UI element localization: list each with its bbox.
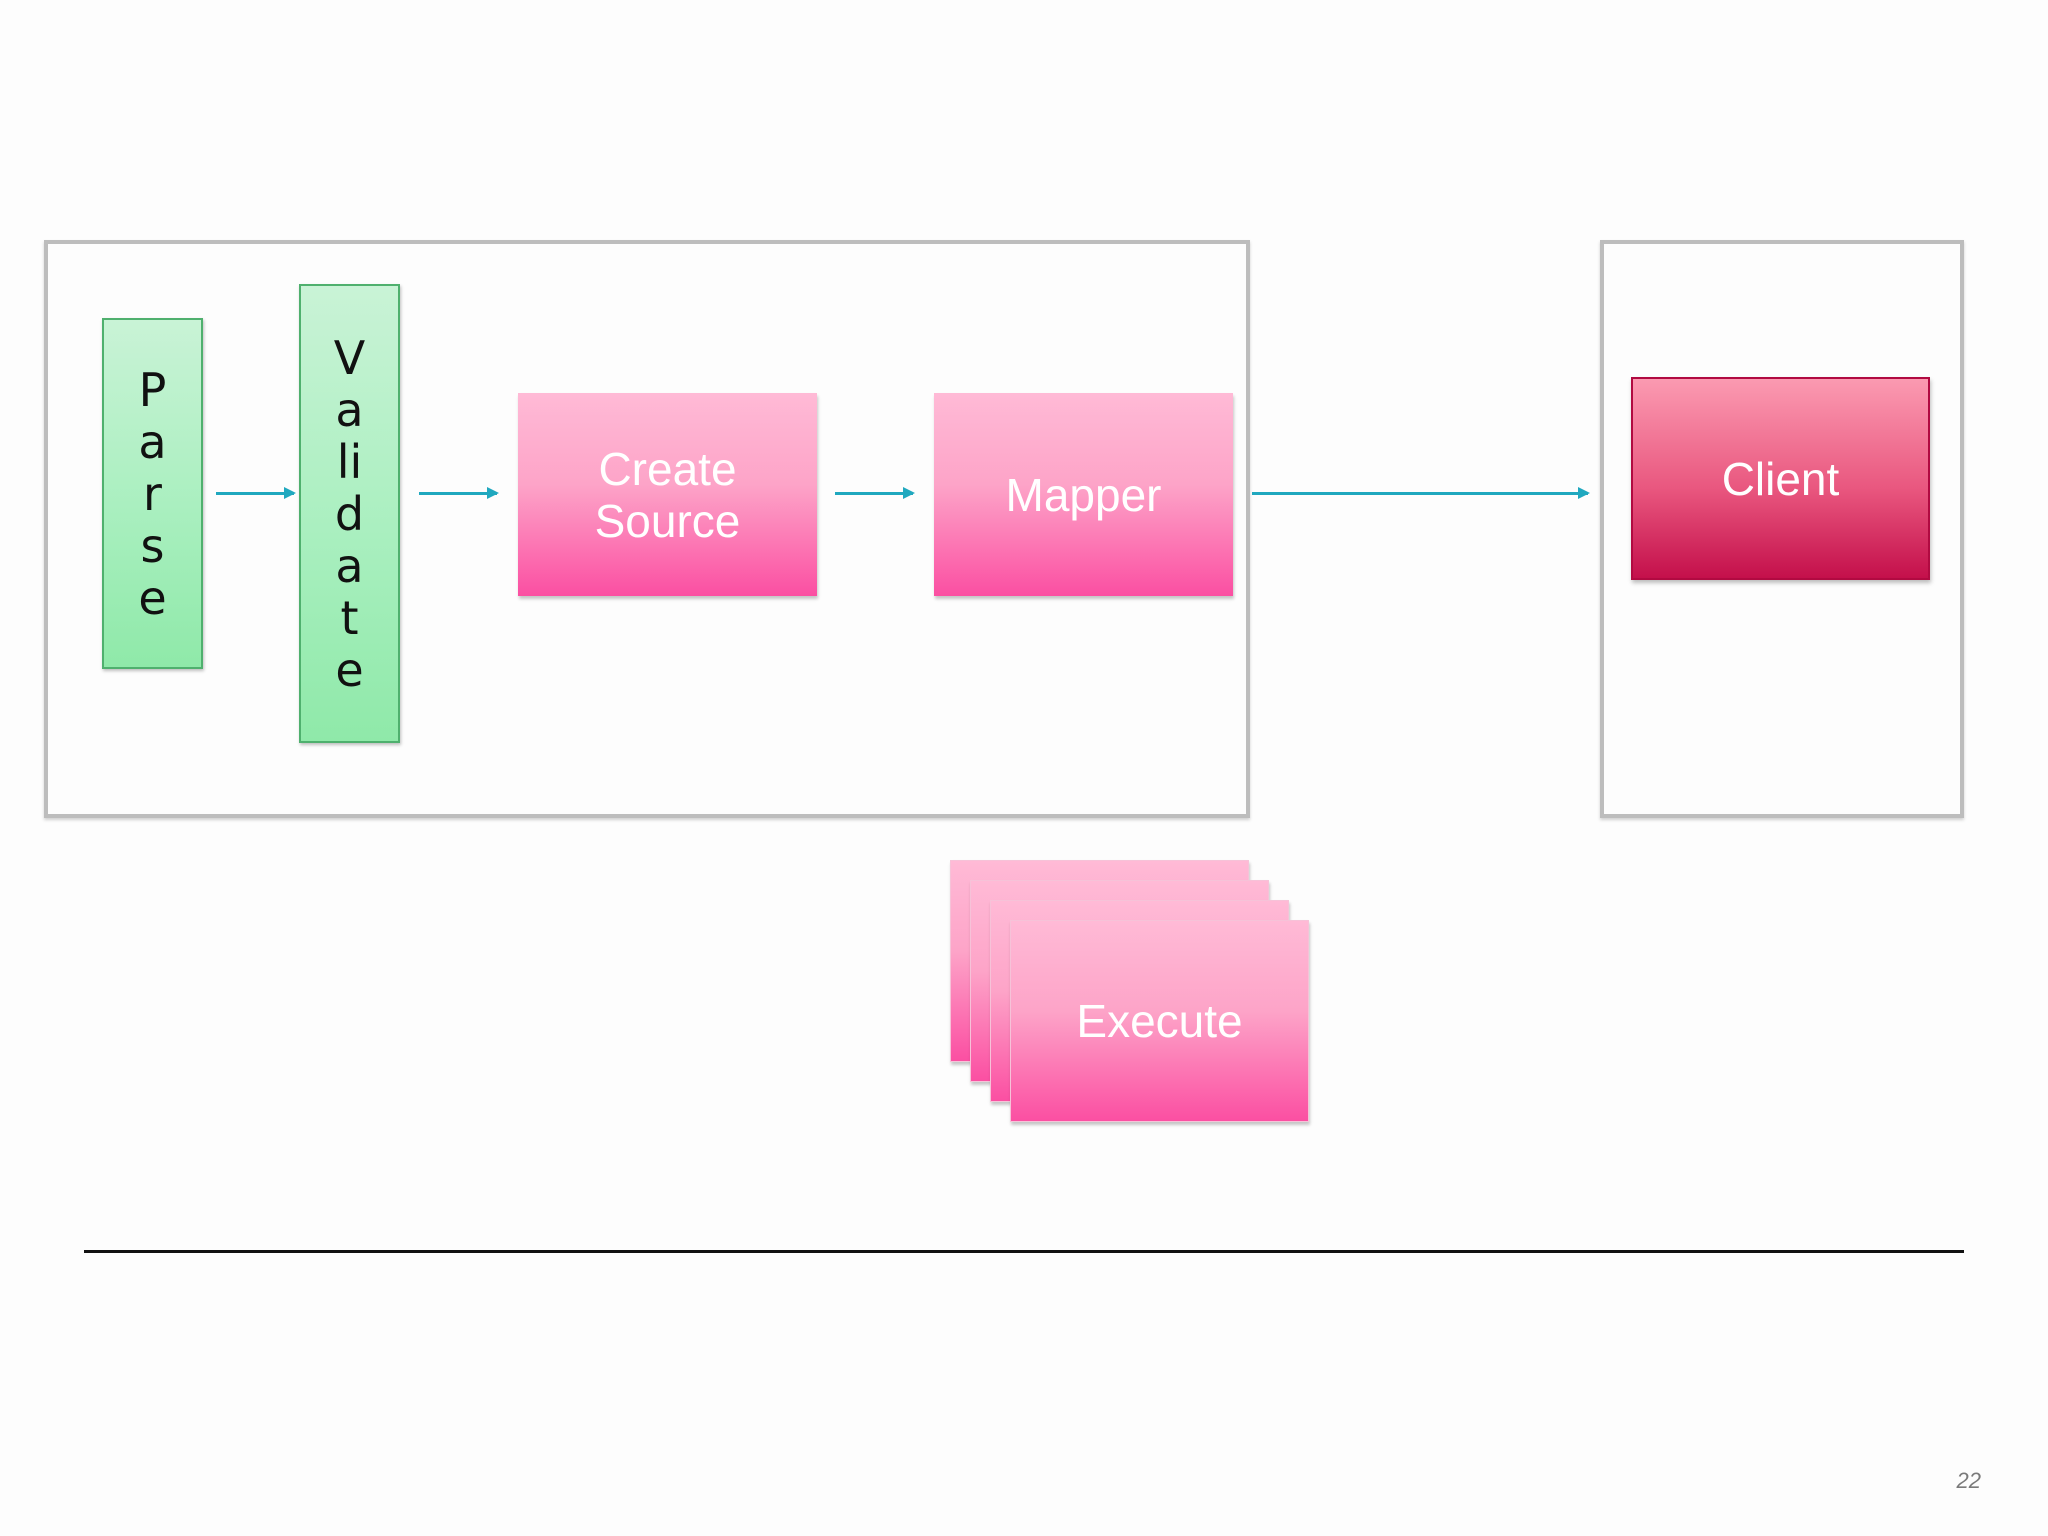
parse-letter: a xyxy=(138,414,167,469)
parse-letter: r xyxy=(143,466,162,521)
mapper-node: Mapper xyxy=(934,393,1233,596)
validate-letter: d xyxy=(334,486,365,541)
create-source-line1: Create xyxy=(598,442,737,495)
execute-node: Execute xyxy=(1010,920,1309,1122)
validate-node: V a li d a t e xyxy=(299,284,400,743)
create-source-node: Create Source xyxy=(518,393,817,596)
parse-node: P a r s e xyxy=(102,318,203,669)
create-source-line2: Source xyxy=(594,494,741,547)
parse-letter: P xyxy=(138,362,167,417)
mapper-label: Mapper xyxy=(1005,468,1162,521)
footer-divider xyxy=(84,1250,1964,1253)
validate-letter: a xyxy=(335,382,364,437)
execute-label: Execute xyxy=(1076,995,1243,1047)
page-number: 22 xyxy=(1956,1468,1981,1493)
arrow-create-source-to-mapper xyxy=(835,487,915,499)
arrow-validate-to-create-source xyxy=(419,487,499,499)
validate-letter: e xyxy=(335,642,364,697)
validate-letter: V xyxy=(333,330,366,385)
validate-letter: li xyxy=(336,434,363,489)
client-label: Client xyxy=(1721,452,1840,505)
validate-letter: a xyxy=(335,538,364,593)
validate-letter: t xyxy=(340,590,359,645)
arrow-mapper-to-client xyxy=(1252,487,1590,499)
parse-letter: s xyxy=(140,518,165,573)
parse-letter: e xyxy=(138,570,167,625)
client-node: Client xyxy=(1631,377,1930,580)
arrow-parse-to-validate xyxy=(216,487,296,499)
